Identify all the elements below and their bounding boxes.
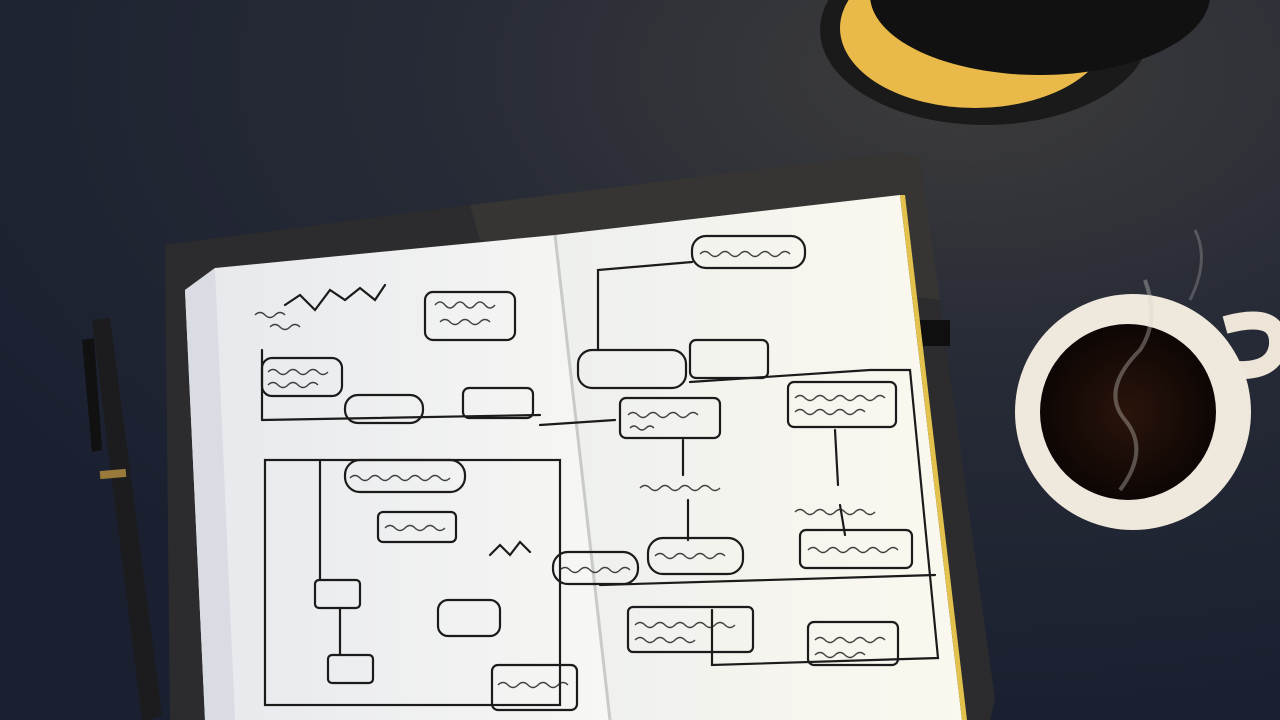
desk-lamp <box>820 0 1210 125</box>
right-page <box>555 195 962 720</box>
notebook <box>165 152 995 720</box>
left-page <box>185 235 610 720</box>
handwriting-scribbles <box>254 250 899 689</box>
coffee-mug <box>1015 229 1280 530</box>
elastic-band <box>918 320 950 346</box>
pen <box>82 318 162 720</box>
flowchart-sketch <box>260 234 940 712</box>
steam <box>1113 279 1154 492</box>
